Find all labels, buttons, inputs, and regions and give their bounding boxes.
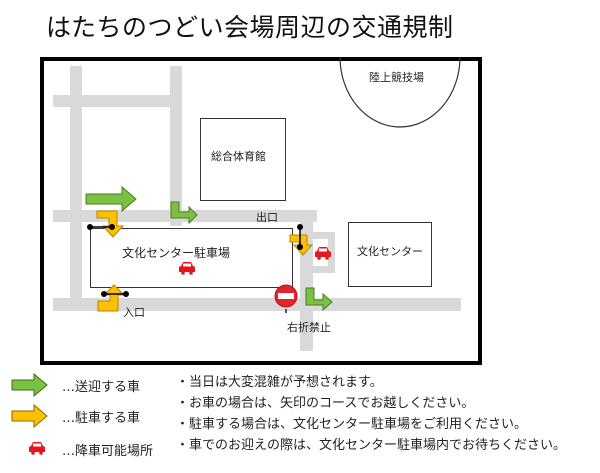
parking-lot-label: 文化センター駐車場: [122, 246, 231, 260]
road-top-horizontal: [53, 95, 182, 107]
gate-bar-icon: [87, 224, 115, 230]
legend-label: …降車可能場所: [62, 443, 154, 459]
gymnasium-label: 総合体育館: [211, 150, 266, 163]
note-item: ・当日は大変混雑が予想されます。: [176, 375, 383, 390]
yellow-arrow-icon: [11, 404, 48, 428]
note-item: ・お車の場合は、矢印のコースでお越しください。: [176, 396, 475, 411]
culture-center-label: 文化センター: [357, 245, 423, 258]
parking-lot: [90, 228, 293, 288]
road-left-vertical: [70, 66, 82, 305]
red-car-icon: [179, 262, 195, 275]
notes: ・当日は大変混雑が予想されます。 ・お車の場合は、矢印のコースでお越しください。…: [176, 372, 566, 456]
legend-item-parking: …駐車する車: [10, 404, 140, 428]
road-middle-vertical: [170, 66, 182, 226]
yellow-entrance-arrow-icon: [97, 284, 126, 312]
legend-item-dropoff: …降車可能場所: [10, 437, 153, 461]
legend-label: …駐車する車: [62, 410, 141, 426]
legend-item-pickup: …送迎する車: [10, 373, 140, 397]
page-title: はたちのつどい会場周辺の交通規制: [46, 13, 454, 42]
red-car-icon: [29, 442, 45, 455]
no-entry-sign-icon: [274, 284, 298, 313]
note-item: ・車でのお迎えの際は、文化センター駐車場内でお待ちください。: [176, 438, 567, 453]
red-car-icon: [315, 247, 331, 260]
map-symbols: [85, 185, 333, 313]
note-item: ・駐車する場合は、文化センター駐車場をご利用ください。: [176, 417, 528, 432]
no-right-turn-label: 右折禁止: [287, 321, 331, 334]
green-turn-arrow-icon: [305, 287, 333, 312]
gymnasium-building: [200, 118, 286, 201]
culture-center-building: [348, 222, 432, 287]
traffic-map: 陸上競技場 総合体育館 文化センター 文化センター駐車場 出口 入口 右折禁止: [40, 56, 482, 365]
entrance-label: 入口: [123, 306, 145, 319]
green-turn-arrow-icon: [170, 201, 198, 225]
green-arrow-icon: [11, 373, 48, 397]
gate-bar-icon: [101, 291, 129, 297]
gate-bar-icon: [297, 224, 303, 250]
exit-label: 出口: [256, 211, 278, 224]
athletics-stadium-label: 陸上競技場: [369, 71, 424, 84]
yellow-arrow-icon: [96, 210, 125, 238]
legend-label: …送迎する車: [62, 379, 141, 395]
green-arrow-icon: [85, 185, 137, 213]
athletics-stadium-outline: [339, 56, 461, 128]
road-bottom-horizontal: [53, 298, 461, 311]
